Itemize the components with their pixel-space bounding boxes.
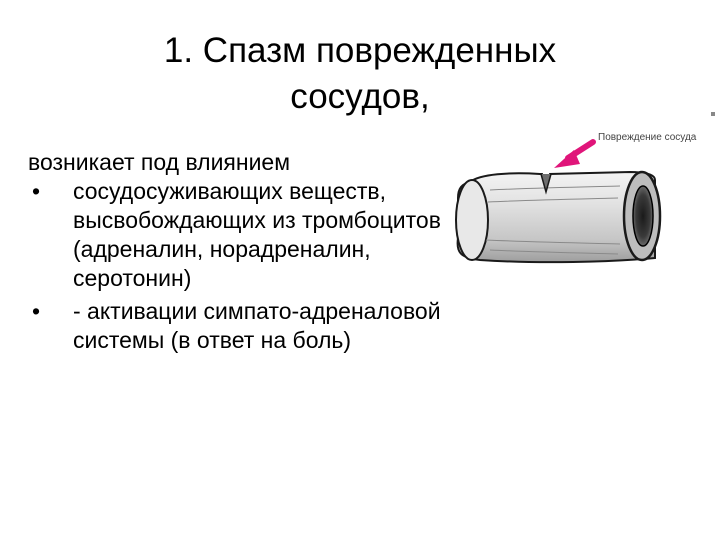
bullet-text: - активации симпато-адреналовой системы … xyxy=(73,298,441,353)
bullet-symbol: • xyxy=(32,178,41,204)
vessel-damage-figure: Повреждение сосуда xyxy=(450,120,720,270)
figure-label: Повреждение сосуда xyxy=(598,132,697,143)
bullet-item-2: • - активации симпато-адреналовой систем… xyxy=(28,297,458,355)
vessel-left-end xyxy=(455,179,489,261)
title-line-2: сосудов, xyxy=(290,77,430,116)
vessel-illustration xyxy=(455,139,662,264)
vessel-striations xyxy=(485,185,621,255)
bullet-text: сосудосуживающих веществ, высвобождающих… xyxy=(73,178,441,291)
vessel-lumen xyxy=(632,185,654,247)
intro-text: возникает под влиянием xyxy=(28,149,291,175)
damage-notch xyxy=(540,173,552,195)
slide-title: 1. Спазм поврежденных сосудов, xyxy=(100,28,620,120)
bullet-symbol: • xyxy=(32,298,41,324)
title-line-1: 1. Спазм поврежденных xyxy=(163,31,557,70)
bullet-item-1: • сосудосуживающих веществ, высвобождающ… xyxy=(28,177,458,293)
stray-mark xyxy=(711,112,715,116)
damage-arrow xyxy=(554,139,596,168)
body-text: возникает под влиянием • сосудосуживающи… xyxy=(28,148,458,355)
